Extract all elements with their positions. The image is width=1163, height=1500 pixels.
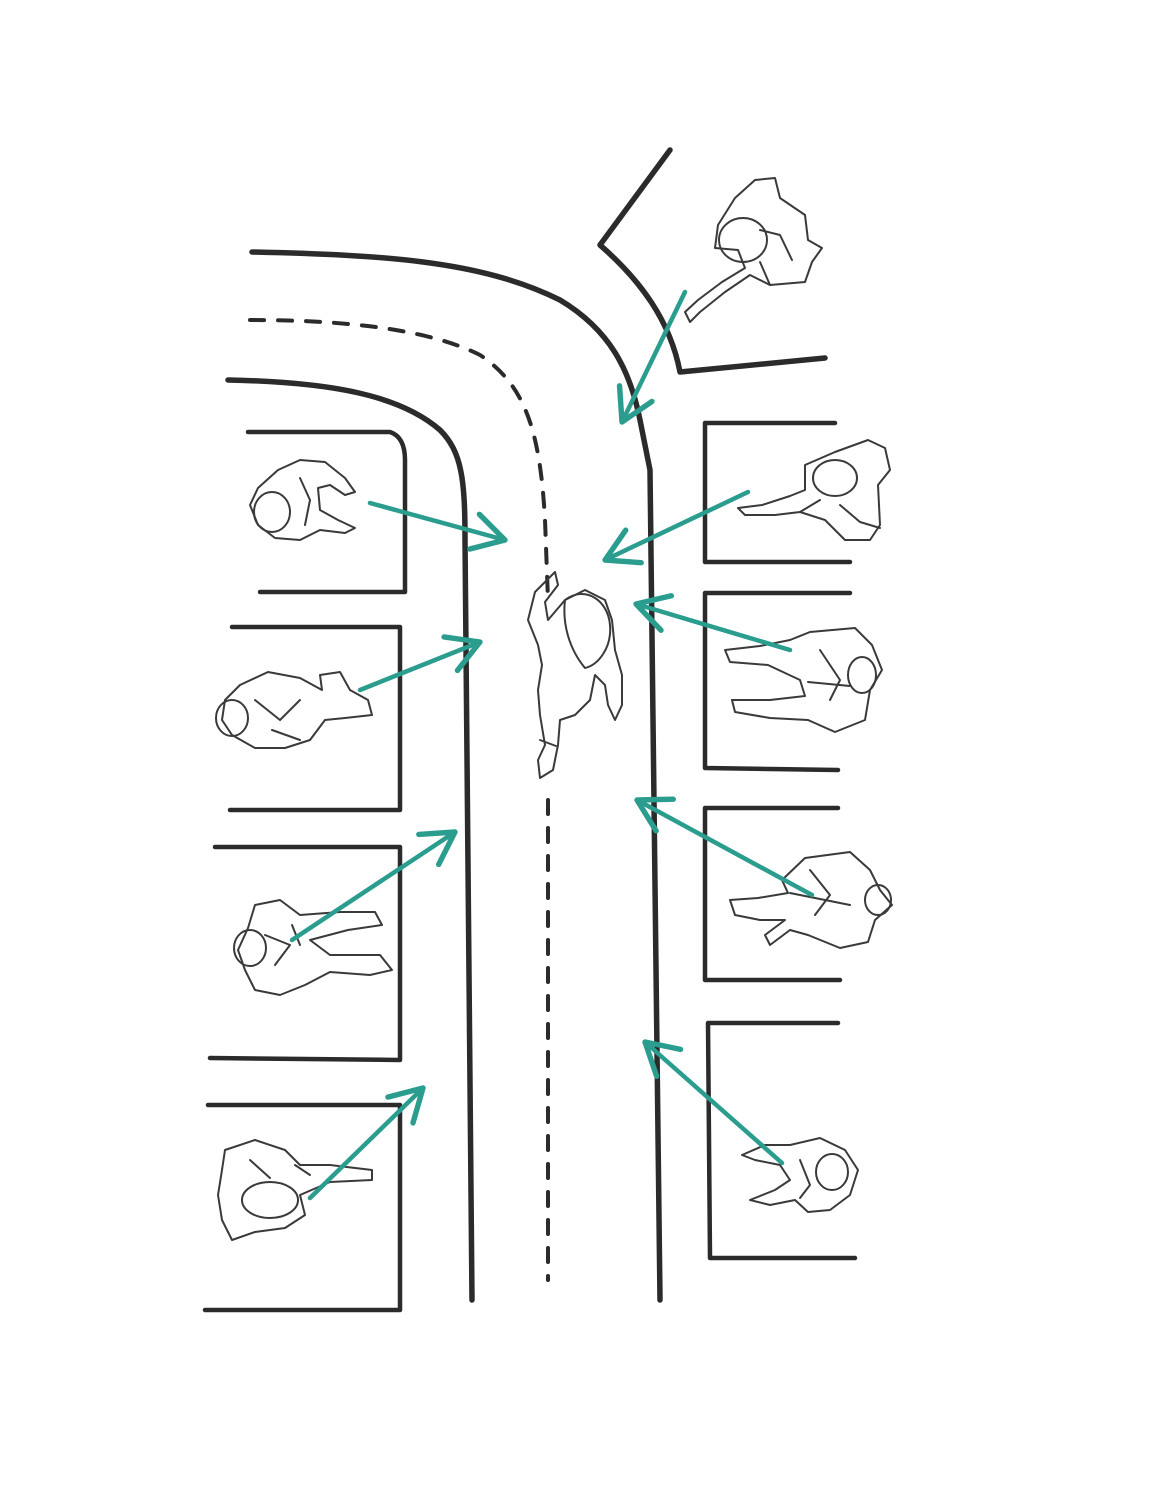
person-left-stall-1-pointing-icon — [249, 459, 356, 541]
parking-stalls-right — [702, 420, 858, 1261]
arrow-left-stall-4 — [307, 1085, 426, 1201]
stall-right-4 — [705, 1020, 858, 1261]
person-right-stall-1-pointing-icon — [737, 439, 891, 541]
road-outer-curb-top-right — [597, 147, 828, 375]
arrow-right-stall-4 — [642, 1039, 785, 1166]
stall-right-1 — [702, 420, 853, 565]
stall-left-4 — [202, 1102, 403, 1313]
person-left-stall-2-pointing-icon — [215, 671, 373, 749]
arrow-left-stall-2 — [357, 634, 483, 693]
arrow-right-stall-1 — [602, 489, 751, 566]
arrow-right-stall-3 — [634, 796, 815, 898]
arrow-left-stall-1 — [367, 500, 508, 552]
stall-left-3 — [207, 844, 403, 1063]
road-outer-left-edge — [249, 249, 663, 1303]
people — [215, 177, 893, 1241]
road-lines — [225, 147, 828, 1303]
person-top-right-pointing-icon — [684, 177, 823, 323]
arrow-top-right — [616, 289, 688, 425]
road-center-dash — [248, 318, 550, 602]
person-right-stall-3-pointing-icon — [729, 851, 893, 949]
arrow-right-stall-2 — [633, 593, 793, 653]
arrows — [289, 289, 815, 1201]
stall-right-2 — [702, 590, 853, 773]
road-inner-left-edge — [225, 377, 475, 1303]
stall-right-3 — [702, 805, 843, 983]
parking-stalls-left — [202, 429, 408, 1313]
person-right-stall-4-pointing-icon — [741, 1137, 859, 1213]
person-right-stall-2-pointing-icon — [724, 627, 883, 733]
person-left-stall-4-pointing-icon — [217, 1139, 373, 1241]
stall-left-1 — [245, 429, 408, 595]
person-left-stall-3-pointing-icon — [233, 899, 393, 996]
stall-left-2 — [227, 624, 403, 813]
central-walking-person-icon — [527, 571, 623, 779]
arrow-left-stall-3 — [289, 829, 458, 943]
